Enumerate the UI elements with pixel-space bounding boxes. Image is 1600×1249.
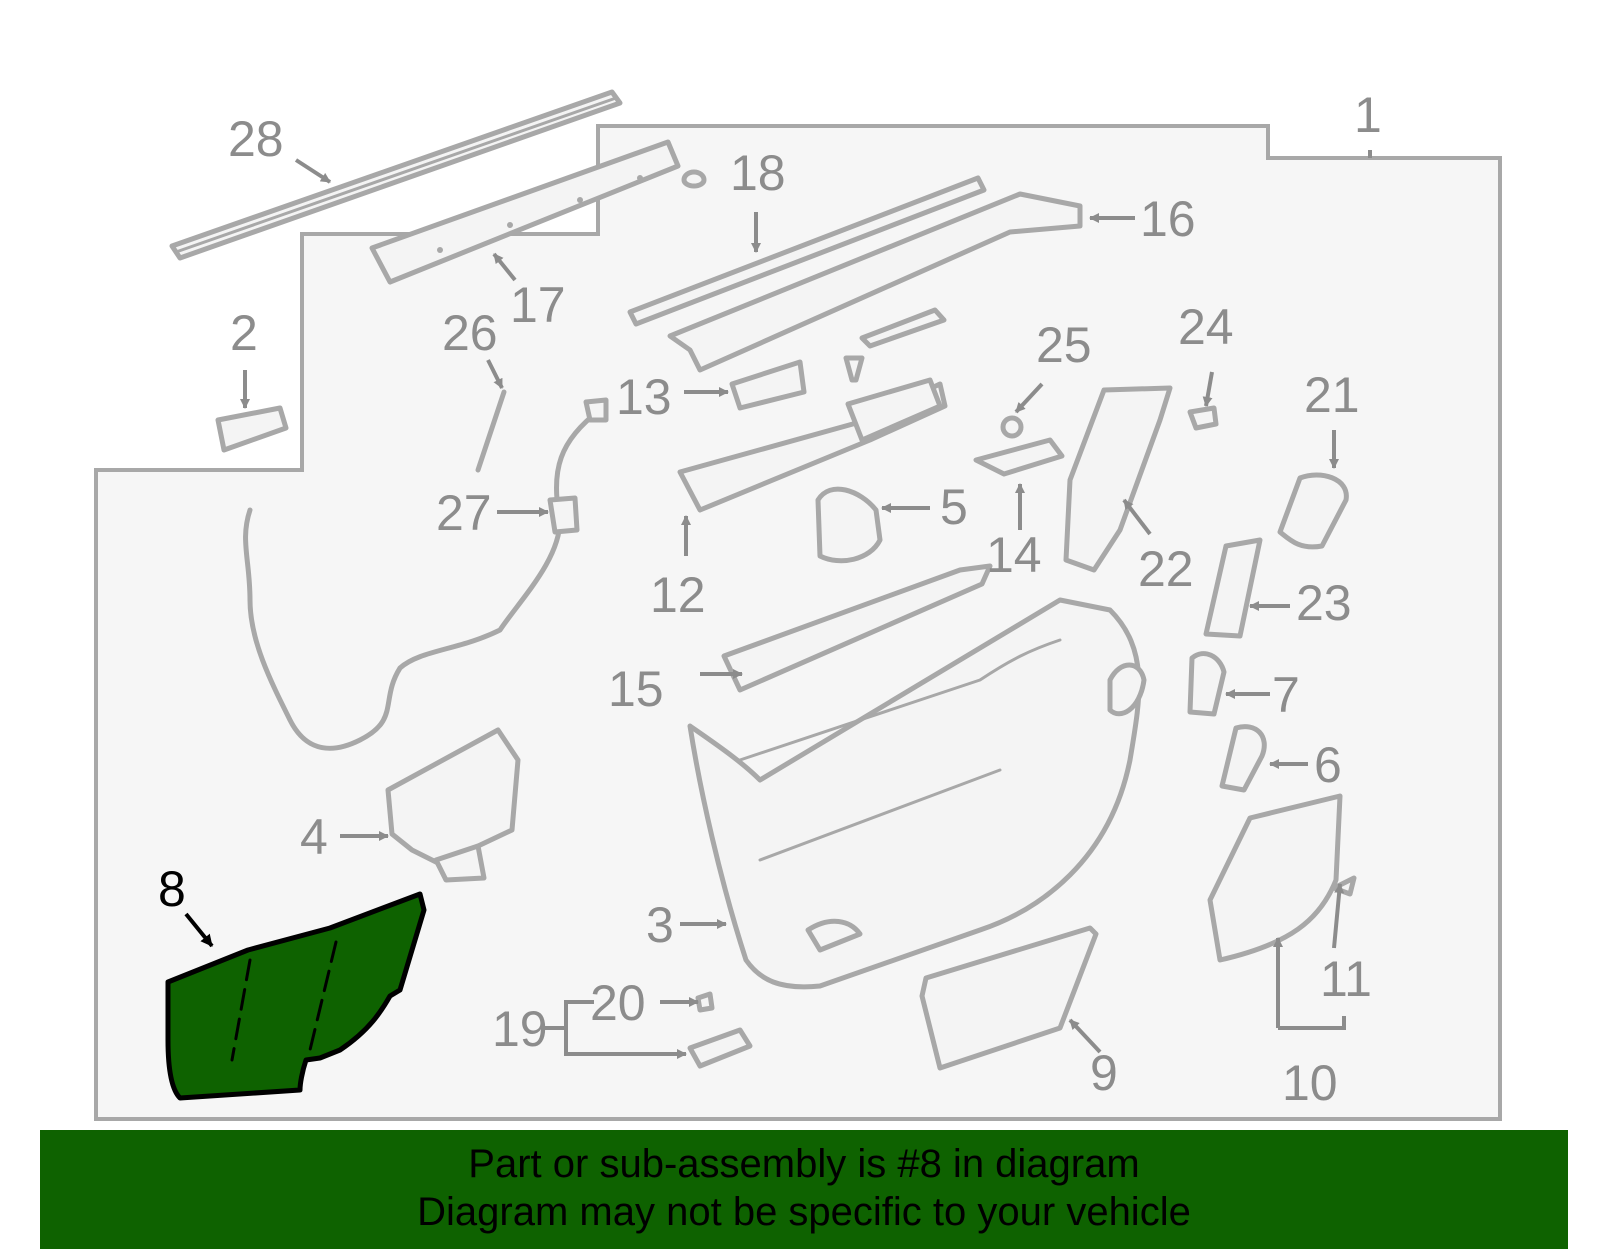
label-9: 9: [1090, 1045, 1118, 1101]
label-23: 23: [1296, 575, 1352, 631]
label-22: 22: [1138, 541, 1194, 597]
label-27: 27: [436, 485, 492, 541]
part-18-belt-molding: [627, 175, 987, 327]
banner-line-part: Part or sub-assembly is #8 in diagram: [468, 1142, 1140, 1186]
label-18: 18: [730, 145, 786, 201]
part-22-switch-panel: [1063, 385, 1173, 573]
clip-icon: [681, 169, 707, 189]
label-2: 2: [230, 305, 258, 361]
part-26-rod: [475, 389, 507, 473]
part-13-handle: [729, 359, 807, 411]
label-25: 25: [1036, 317, 1092, 373]
part-24-clip: [1187, 405, 1219, 431]
part-16-trim-strip: [667, 191, 1083, 373]
label-14: 14: [986, 527, 1042, 583]
label-1: 1: [1354, 87, 1382, 143]
part-15-pull-strap: [721, 563, 993, 693]
part-19-lamp: [687, 1027, 753, 1069]
part-7-bezel: [1187, 651, 1227, 717]
label-3: 3: [646, 897, 674, 953]
label-17: 17: [510, 277, 566, 333]
part-5-handle-bezel: [815, 486, 883, 564]
part-12-armrest: [677, 377, 948, 513]
part-4-module: [385, 727, 521, 883]
info-banner: Part or sub-assembly is #8 in diagram Di…: [40, 1130, 1568, 1249]
part-14-bezel: [973, 437, 1065, 477]
label-8: 8: [158, 861, 186, 917]
part-6-bezel: [1219, 724, 1267, 793]
part-10-pocket: [1207, 793, 1343, 963]
label-13: 13: [616, 369, 672, 425]
banner-line-disclaimer: Diagram may not be specific to your vehi…: [417, 1190, 1191, 1234]
part-25-grommet: [1000, 415, 1024, 439]
label-7: 7: [1272, 667, 1300, 723]
label-20: 20: [590, 975, 646, 1031]
label-21: 21: [1304, 367, 1360, 423]
label-12: 12: [650, 567, 706, 623]
part-21-speaker-grille: [1277, 472, 1349, 550]
label-26: 26: [442, 305, 498, 361]
part-9-storage-bin: [919, 925, 1099, 1071]
part-8-window-glass: [165, 891, 427, 1101]
label-4: 4: [300, 809, 328, 865]
part-3-door-trim-panel: [687, 597, 1147, 990]
label-15: 15: [608, 661, 664, 717]
label-24: 24: [1178, 299, 1234, 355]
part-23-switch: [1203, 537, 1263, 639]
label-11: 11: [1320, 951, 1372, 1007]
label-10: 10: [1282, 1055, 1338, 1111]
part-28-weatherstrip: [169, 89, 623, 261]
label-5: 5: [940, 479, 968, 535]
part-2-bracket: [215, 405, 289, 453]
label-19: 19: [492, 1001, 548, 1057]
label-6: 6: [1314, 737, 1342, 793]
part-20-clip: [695, 991, 715, 1013]
part-17-reinforcement: [369, 139, 681, 285]
label-28: 28: [228, 111, 284, 167]
label-16: 16: [1140, 191, 1196, 247]
